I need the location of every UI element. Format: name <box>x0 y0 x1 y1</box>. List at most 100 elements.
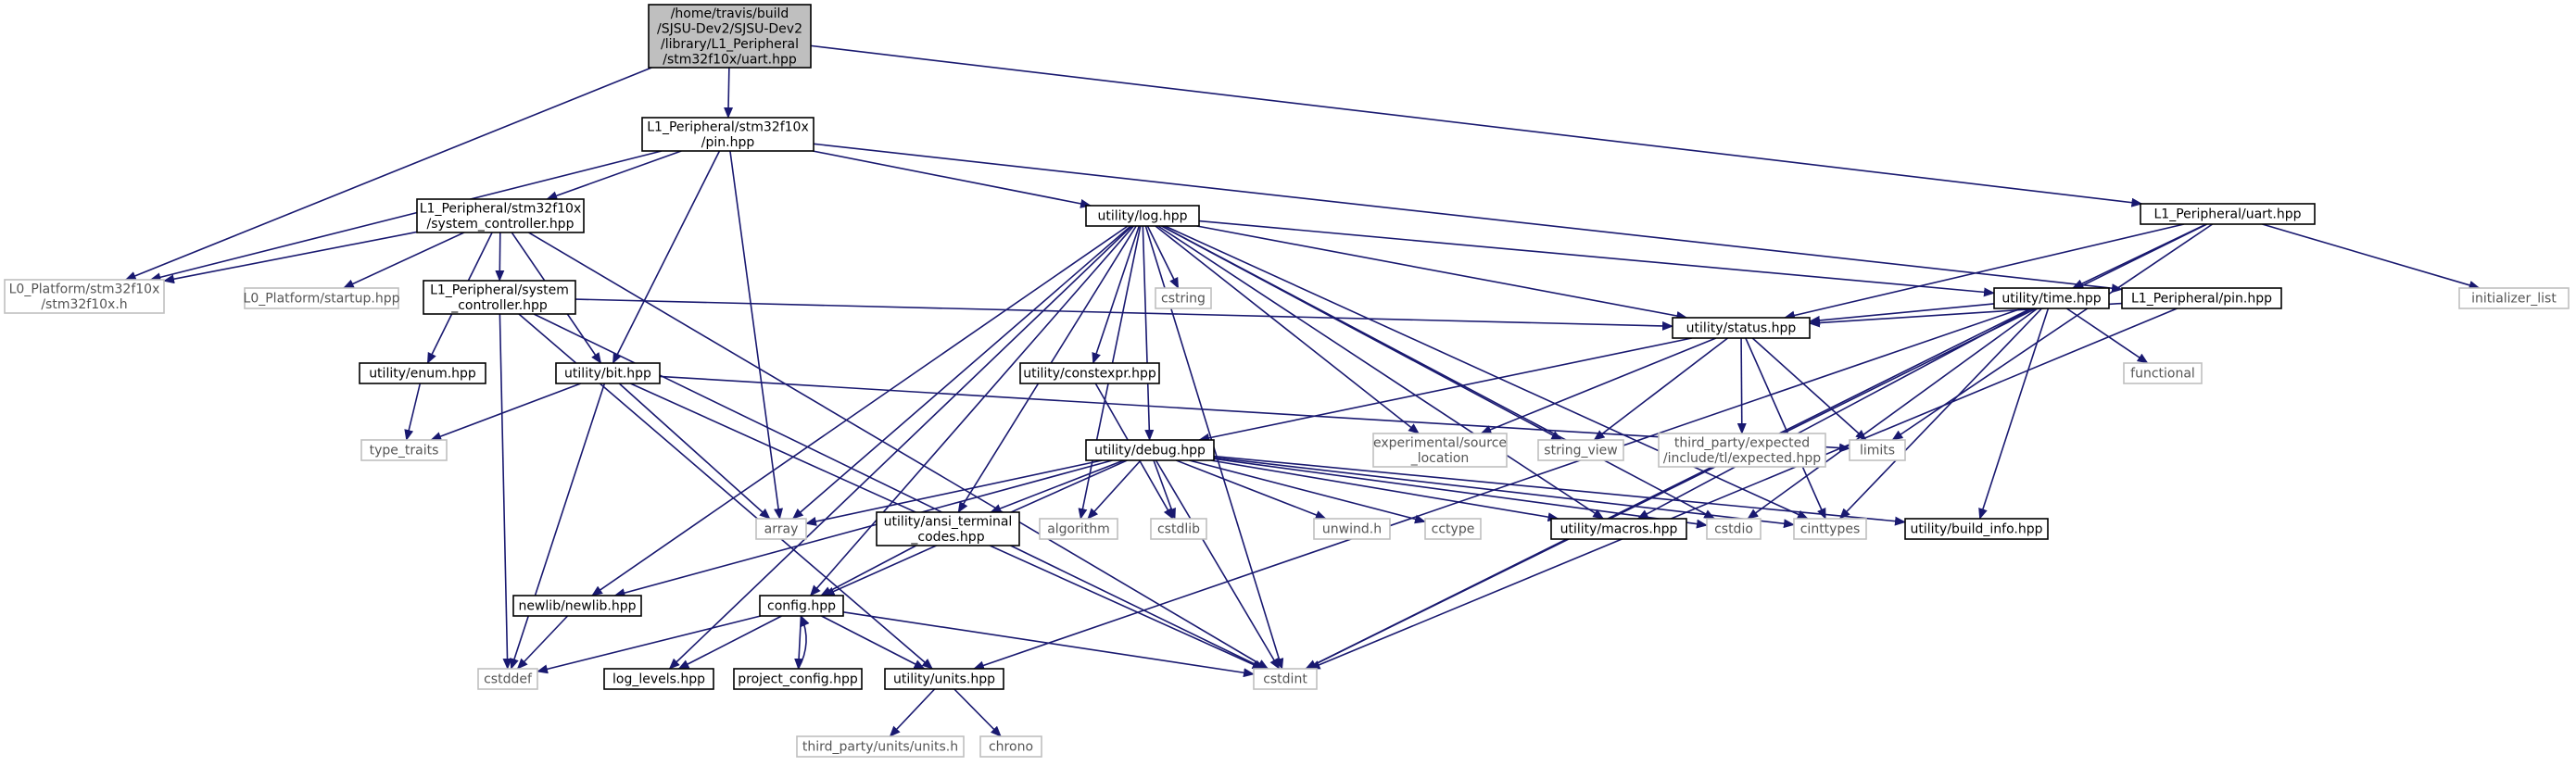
edge-bit-to-cstddef <box>510 383 606 670</box>
edge-log-to-config <box>809 225 1134 596</box>
node-label: utility/time.hpp <box>2001 292 2101 307</box>
node-algorithm: algorithm <box>1039 518 1118 540</box>
node-box <box>1313 518 1391 540</box>
node-box <box>759 595 844 617</box>
node-pin-l1[interactable]: L1_Peripheral/pin.hpp <box>2121 287 2282 309</box>
edge-time-to-macros <box>1636 308 2033 520</box>
edge-debug-to-algorithm <box>1087 459 1142 520</box>
node-box <box>979 735 1042 758</box>
node-label: /SJSU-Dev2/SJSU-Dev2 <box>657 21 802 36</box>
node-label: L1_Peripheral/pin.hpp <box>2131 292 2272 307</box>
node-label: _location <box>1410 451 1470 466</box>
node-expected: third_party/expected/include/tl/expected… <box>1658 433 1826 468</box>
edge-config-to-cstdint <box>842 611 1255 678</box>
node-string-view: string_view <box>1537 439 1624 461</box>
node-log-levels[interactable]: log_levels.hpp <box>603 668 714 690</box>
edge-log-to-string_view <box>1161 225 1563 441</box>
node-project-config[interactable]: project_config.hpp <box>733 668 863 690</box>
node-box <box>876 511 1020 546</box>
node-initializer-list: initializer_list <box>2458 287 2570 309</box>
node-macros[interactable]: utility/macros.hpp <box>1550 518 1687 540</box>
node-box <box>1658 433 1826 468</box>
edge-uart_root-to-uart_l1 <box>810 44 2143 207</box>
node-box <box>4 279 165 314</box>
edge-pin_l1-to-cstdint <box>1308 308 2178 670</box>
node-time[interactable]: utility/time.hpp <box>1993 287 2110 309</box>
node-units[interactable]: utility/units.hpp <box>884 668 1004 690</box>
node-label: array <box>764 522 799 537</box>
edge-log-to-exp_source <box>1155 225 1420 434</box>
node-sysctl-stm[interactable]: L1_Peripheral/stm32f10x/system_controlle… <box>416 198 585 233</box>
node-box <box>1150 518 1207 540</box>
edge-uart_l1-to-initializer_list <box>2262 223 2481 290</box>
edge-log-to-array <box>791 225 1131 520</box>
node-pin-stm[interactable]: L1_Peripheral/stm32f10x/pin.hpp <box>641 117 814 152</box>
node-config[interactable]: config.hpp <box>759 595 844 617</box>
node-constexpr[interactable]: utility/constexpr.hpp <box>1019 362 1160 384</box>
edge-pin_stm-to-sysctl_stm <box>546 150 682 200</box>
edge-pin_stm-to-bit <box>612 150 721 364</box>
node-cstdint: cstdint <box>1253 668 1318 690</box>
node-debug[interactable]: utility/debug.hpp <box>1085 439 1215 461</box>
edge-debug-to-ansi <box>990 459 1125 513</box>
node-enum[interactable]: utility/enum.hpp <box>359 362 486 384</box>
edge-uart_root-to-stm32f10x_h <box>124 67 652 281</box>
node-label: string_view <box>1544 444 1617 458</box>
node-uart-root[interactable]: /home/travis/build/SJSU-Dev2/SJSU-Dev2/l… <box>648 4 812 69</box>
edge-enum-to-type_traits <box>404 383 422 441</box>
node-box <box>1039 518 1118 540</box>
node-uart-l1[interactable]: L1_Peripheral/uart.hpp <box>2140 203 2316 225</box>
edge-time-to-cstdio <box>1747 308 2039 520</box>
node-label: functional <box>2130 367 2195 382</box>
edge-status-to-limits <box>1751 337 1867 441</box>
edge-pin_stm-to-array <box>729 150 783 520</box>
node-log[interactable]: utility/log.hpp <box>1085 205 1200 227</box>
node-newlib[interactable]: newlib/newlib.hpp <box>512 595 642 617</box>
node-label: cstdio <box>1714 522 1753 537</box>
dependency-edges <box>124 44 2481 737</box>
edge-units-to-units_h <box>889 688 936 737</box>
node-box <box>1793 518 1867 540</box>
node-label: utility/debug.hpp <box>1094 444 1206 458</box>
node-sysctl-l1[interactable]: L1_Peripheral/system_controller.hpp <box>423 280 576 315</box>
node-status[interactable]: utility/status.hpp <box>1672 317 1811 339</box>
node-box <box>416 198 585 233</box>
edge-status-to-debug <box>1198 337 1692 443</box>
node-label: /system_controller.hpp <box>427 217 575 232</box>
edge-debug-to-cstdint <box>1155 459 1281 670</box>
edge-debug-to-cstdlib <box>1153 459 1176 520</box>
edge-status-to-cinttypes <box>1745 337 1826 520</box>
node-label: third_party/expected <box>1674 435 1810 450</box>
node-cstring: cstring <box>1155 287 1212 309</box>
edge-log-to-status <box>1196 225 1688 320</box>
node-label: algorithm <box>1047 522 1110 537</box>
node-box <box>1253 668 1318 690</box>
edge-sysctl_stm-to-sysctl_l1 <box>495 232 505 282</box>
node-label: log_levels.hpp <box>612 672 705 687</box>
node-label: utility/build_info.hpp <box>1910 522 2042 537</box>
edge-uart_l1-to-status <box>1783 223 2185 320</box>
node-ansi[interactable]: utility/ansi_terminal_codes.hpp <box>876 511 1020 546</box>
edge-debug-to-macros <box>1210 459 1559 522</box>
node-limits: limits <box>1849 439 1906 461</box>
node-label: /stm32f10x.h <box>41 297 127 312</box>
edge-debug-to-cinttypes <box>1213 457 1795 529</box>
node-box <box>1904 518 2049 540</box>
edge-pin_stm-to-pin_l1 <box>813 143 2123 294</box>
node-build-info[interactable]: utility/build_info.hpp <box>1904 518 2049 540</box>
node-box <box>755 518 807 540</box>
edge-debug-to-build_info <box>1213 455 1906 526</box>
node-bit[interactable]: utility/bit.hpp <box>555 362 661 384</box>
node-label: newlib/newlib.hpp <box>518 599 636 614</box>
edge-time-to-build_info <box>1978 308 2050 520</box>
node-box <box>512 595 642 617</box>
node-box <box>1706 518 1762 540</box>
node-box <box>796 735 965 758</box>
node-label: utility/ansi_terminal <box>884 514 1013 529</box>
node-box <box>1672 317 1811 339</box>
node-label: utility/bit.hpp <box>564 367 651 382</box>
node-label: limits <box>1860 444 1895 458</box>
node-label: L0_Platform/stm32f10x <box>9 282 160 296</box>
edge-config-to-units <box>821 615 926 670</box>
node-label: /include/tl/expected.hpp <box>1663 451 1821 466</box>
